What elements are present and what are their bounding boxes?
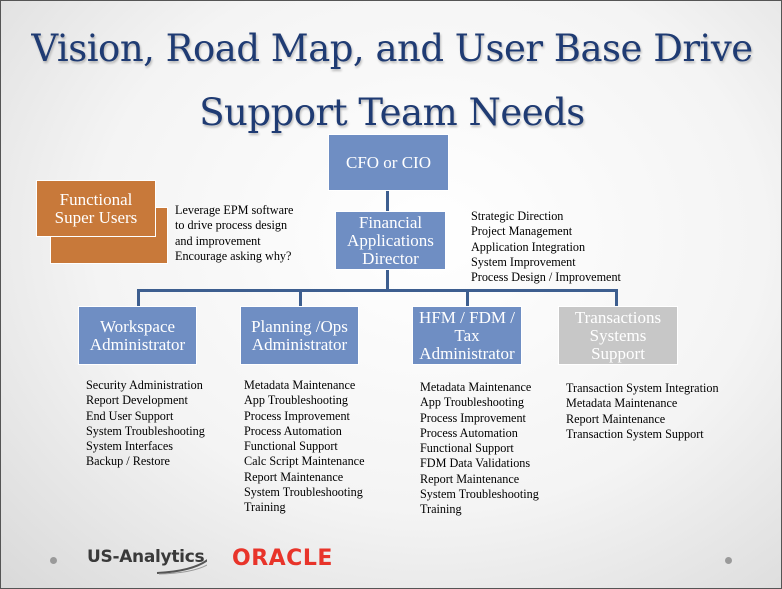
duty-item: Process Improvement <box>420 410 526 425</box>
duty-item: App Troubleshooting <box>244 393 348 408</box>
bullet-dot-icon <box>50 557 57 564</box>
duty-item: Training <box>420 502 462 517</box>
duty-item: Backup / Restore <box>86 454 170 469</box>
role-label-line: Systems <box>589 325 647 345</box>
director-note-line: System Improvement <box>471 254 576 269</box>
duty-item: Process Automation <box>420 425 518 440</box>
duty-item: Report Maintenance <box>566 411 666 426</box>
duty-item: FDM Data Validations <box>420 456 531 471</box>
super-users-note-line: Encourage asking why? <box>175 248 292 263</box>
slide-title-line1: Vision, Road Map, and User Base Drive <box>31 27 753 70</box>
transactions-systems-support-box: Transactions Systems Support <box>558 306 678 365</box>
duty-item: Functional Support <box>244 439 338 454</box>
workspace-admin-box: Workspace Administrator <box>78 306 197 365</box>
duty-item: System Troubleshooting <box>86 423 205 438</box>
planning-duties-list: Metadata Maintenance App Troubleshooting… <box>244 378 364 516</box>
super-users-note-line: to drive process design <box>175 218 288 233</box>
oracle-logo: ORACLE <box>232 546 333 571</box>
duty-item: System Troubleshooting <box>244 485 363 500</box>
director-label-line3: Director <box>362 248 419 268</box>
duty-item: Report Maintenance <box>244 469 344 484</box>
duty-item: Report Development <box>86 393 188 408</box>
director-note: Strategic Direction Project Management A… <box>471 209 621 285</box>
duty-item: Functional Support <box>420 441 514 456</box>
director-label-line1: Financial <box>358 212 423 232</box>
transactions-duties-list: Transaction System Integration Metadata … <box>566 381 719 442</box>
duty-item: Calc Script Maintenance <box>244 454 365 469</box>
role-label-line: Transactions <box>574 307 662 327</box>
role-label-line: Tax <box>454 325 480 345</box>
director-note-line: Strategic Direction <box>471 209 564 223</box>
slide-title-line2: Support Team Needs <box>199 91 585 134</box>
connector-top-vertical <box>386 190 389 212</box>
super-users-note-line: and improvement <box>175 233 261 248</box>
connector-branch-1 <box>137 289 140 306</box>
role-label-line: Administrator <box>89 334 186 354</box>
director-note-line: Process Design / Improvement <box>471 270 621 285</box>
workspace-duties-list: Security Administration Report Developme… <box>86 378 205 470</box>
role-label-line: Workspace <box>99 316 176 336</box>
duty-item: Security Administration <box>86 378 203 392</box>
connector-branch-2 <box>299 289 302 306</box>
super-users-note-line: Leverage EPM software <box>175 203 294 217</box>
super-users-box: Functional Super Users <box>36 180 156 237</box>
super-users-note: Leverage EPM software to drive process d… <box>175 203 293 264</box>
planning-ops-admin-box: Planning /Ops Administrator <box>240 306 359 365</box>
duty-item: Process Improvement <box>244 408 350 423</box>
connector-branch-3 <box>466 289 469 306</box>
duty-item: Training <box>244 500 286 515</box>
super-users-line1: Functional <box>59 189 133 209</box>
duty-item: App Troubleshooting <box>420 395 524 410</box>
duty-item: System Interfaces <box>86 439 173 454</box>
duty-item: Process Automation <box>244 423 342 438</box>
duty-item: Metadata Maintenance <box>244 378 356 392</box>
role-label-line: Support <box>591 343 645 363</box>
connector-branch-4 <box>615 289 618 306</box>
role-label-line: Administrator <box>419 343 515 363</box>
cfo-cio-box: CFO or CIO <box>328 134 449 191</box>
super-users-line2: Super Users <box>54 207 138 227</box>
hfm-duties-list: Metadata Maintenance App Troubleshooting… <box>420 380 539 518</box>
duty-item: Metadata Maintenance <box>566 396 678 411</box>
duty-item: Metadata Maintenance <box>420 380 532 394</box>
duty-item: End User Support <box>86 408 174 423</box>
swoosh-icon <box>156 559 207 575</box>
cfo-cio-label: CFO or CIO <box>345 152 431 172</box>
role-label-line: Planning /Ops <box>251 316 348 336</box>
us-analytics-logo-text: US-Analytics <box>87 547 205 567</box>
duty-item: System Troubleshooting <box>420 487 539 502</box>
role-label-line: Administrator <box>251 334 348 354</box>
duty-item: Transaction System Integration <box>566 381 719 395</box>
us-analytics-logo: US-Analytics <box>87 547 207 575</box>
director-note-line: Application Integration <box>471 239 586 254</box>
duty-item: Transaction System Support <box>566 426 704 441</box>
hfm-fdm-tax-admin-box: HFM / FDM / Tax Administrator <box>412 306 522 365</box>
director-note-line: Project Management <box>471 224 573 239</box>
role-label-line: HFM / FDM / <box>419 307 515 327</box>
bullet-dot-icon <box>725 557 732 564</box>
director-box: Financial Applications Director <box>335 211 446 270</box>
director-label-line2: Applications <box>347 230 434 250</box>
connector-horizontal <box>137 289 617 292</box>
duty-item: Report Maintenance <box>420 471 520 486</box>
connector-director-vertical <box>386 269 389 291</box>
